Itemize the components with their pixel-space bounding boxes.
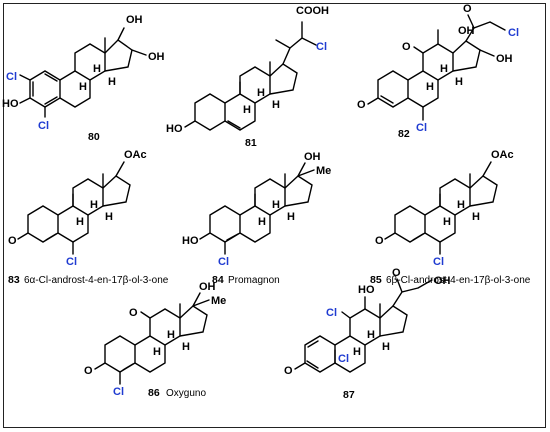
label-86-h2: H [153, 346, 161, 358]
label-87-o-3: O [284, 365, 293, 377]
label-81-h2: H [243, 104, 251, 116]
caption-85: 6β-Cl-androst-4-en-17β-ol-3-one [386, 275, 531, 286]
compound-number-80: 80 [88, 131, 100, 143]
label-83-h2: H [76, 216, 84, 228]
label-83-oac: OAc [124, 149, 147, 161]
label-84-h3: H [287, 211, 295, 223]
label-82-h1: H [440, 63, 448, 75]
caption-83: 6α-Cl-androst-4-en-17β-ol-3-one [24, 275, 169, 286]
compound-number-86: 86 [148, 387, 160, 399]
label-82-h3: H [455, 76, 463, 88]
compound-number-81: 81 [245, 137, 257, 149]
label-85-h2: H [443, 216, 451, 228]
label-83-h3: H [105, 211, 113, 223]
label-84-me: Me [316, 165, 331, 177]
label-83-h1: H [90, 199, 98, 211]
caption-84: Promagnon [228, 275, 280, 286]
compound-number-87: 87 [343, 389, 355, 401]
label-82-o-20: O [463, 3, 472, 15]
label-84-cl: Cl [218, 256, 229, 268]
label-84-oh: OH [304, 151, 321, 163]
label-87-cl-9: Cl [338, 353, 349, 365]
compound-82: O Cl OH OH O O Cl H H H 82 [357, 3, 519, 140]
label-85-o: O [375, 235, 384, 247]
label-87-o-20: O [392, 267, 401, 279]
label-82-cl-side: Cl [508, 27, 519, 39]
label-80-cl-bottom: Cl [38, 120, 49, 132]
label-83-cl: Cl [66, 256, 77, 268]
label-85-cl: Cl [433, 256, 444, 268]
label-86-cl: Cl [113, 386, 124, 398]
figure-frame [3, 3, 546, 428]
label-82-h2: H [426, 81, 434, 93]
compound-83: OAc O Cl H H H 83 6α-Cl-androst-4-en-17β… [8, 149, 169, 286]
label-84-ho: HO [182, 235, 199, 247]
label-80-cl-top: Cl [6, 71, 17, 83]
compound-85: OAc O Cl H H H 85 6β-Cl-androst-4-en-17β… [370, 149, 531, 286]
label-85-oac: OAc [491, 149, 514, 161]
compound-number-83: 83 [8, 274, 20, 286]
label-80-ho: HO [2, 98, 19, 110]
compound-86: O OH Me O Cl H H H 86 Oxyguno [84, 281, 226, 399]
caption-86: Oxyguno [166, 388, 206, 399]
label-86-o-11: O [129, 307, 138, 319]
label-86-h3: H [182, 341, 190, 353]
compound-number-82: 82 [398, 128, 410, 140]
label-87-cl-11: Cl [326, 307, 337, 319]
label-83-o: O [8, 235, 17, 247]
label-86-me: Me [211, 295, 226, 307]
label-82-oh-16: OH [496, 53, 513, 65]
compound-number-84: 84 [212, 274, 224, 286]
label-81-ho: HO [166, 123, 183, 135]
compound-81: COOH Cl HO H H H 81 [166, 5, 329, 149]
compound-80: OH OH HO Cl Cl H H H 80 [2, 14, 165, 143]
label-85-h1: H [457, 199, 465, 211]
label-86-o-3: O [84, 365, 93, 377]
label-82-o-11: O [402, 41, 411, 53]
label-84-h1: H [272, 199, 280, 211]
label-81-cooh: COOH [296, 5, 329, 17]
label-84-h2: H [258, 216, 266, 228]
label-80-oh-right: OH [148, 51, 165, 63]
label-82-oh-17: OH [458, 25, 475, 37]
label-86-oh: OH [199, 281, 216, 293]
label-81-h3: H [272, 99, 280, 111]
label-87-h3: H [382, 341, 390, 353]
label-87-h1: H [367, 329, 375, 341]
label-81-h1: H [257, 87, 265, 99]
label-82-o-3: O [357, 99, 366, 111]
label-87-ho: HO [358, 284, 375, 296]
label-87-h2: H [353, 346, 361, 358]
label-81-cl: Cl [316, 41, 327, 53]
label-85-h3: H [472, 211, 480, 223]
compound-87: Cl HO O OH O Cl H H H 87 [284, 267, 451, 401]
label-87-oh: OH [434, 275, 451, 287]
label-86-h1: H [167, 329, 175, 341]
compound-number-85: 85 [370, 274, 382, 286]
label-80-oh-top: OH [126, 14, 143, 26]
label-82-cl-6: Cl [416, 122, 427, 134]
compound-84: OH Me HO Cl H H H 84 Promagnon [182, 151, 331, 286]
label-80-h2: H [79, 81, 87, 93]
label-80-h1: H [93, 63, 101, 75]
label-80-h3: H [108, 76, 116, 88]
